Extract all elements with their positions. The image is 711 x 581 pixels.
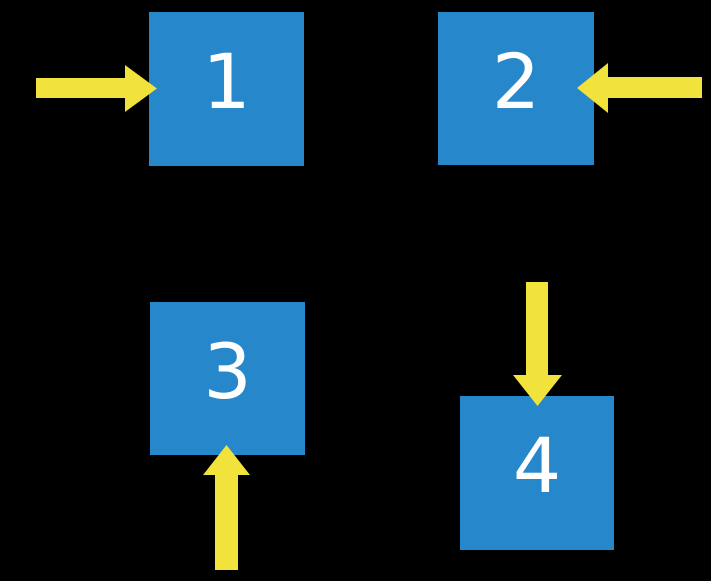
square-4[interactable]: 4 [460, 396, 614, 550]
square-3[interactable]: 3 [150, 302, 305, 455]
square-2[interactable]: 2 [438, 12, 594, 165]
square-3-label: 3 [203, 326, 252, 416]
arrow-left-icon [577, 63, 702, 113]
arrow-down-icon [513, 282, 562, 406]
square-2-label: 2 [491, 36, 541, 126]
arrow-up-icon [203, 445, 250, 570]
arrow-right-icon [36, 65, 157, 112]
square-1-label: 1 [202, 37, 251, 126]
square-1[interactable]: 1 [149, 12, 304, 166]
square-4-label: 4 [512, 421, 562, 510]
